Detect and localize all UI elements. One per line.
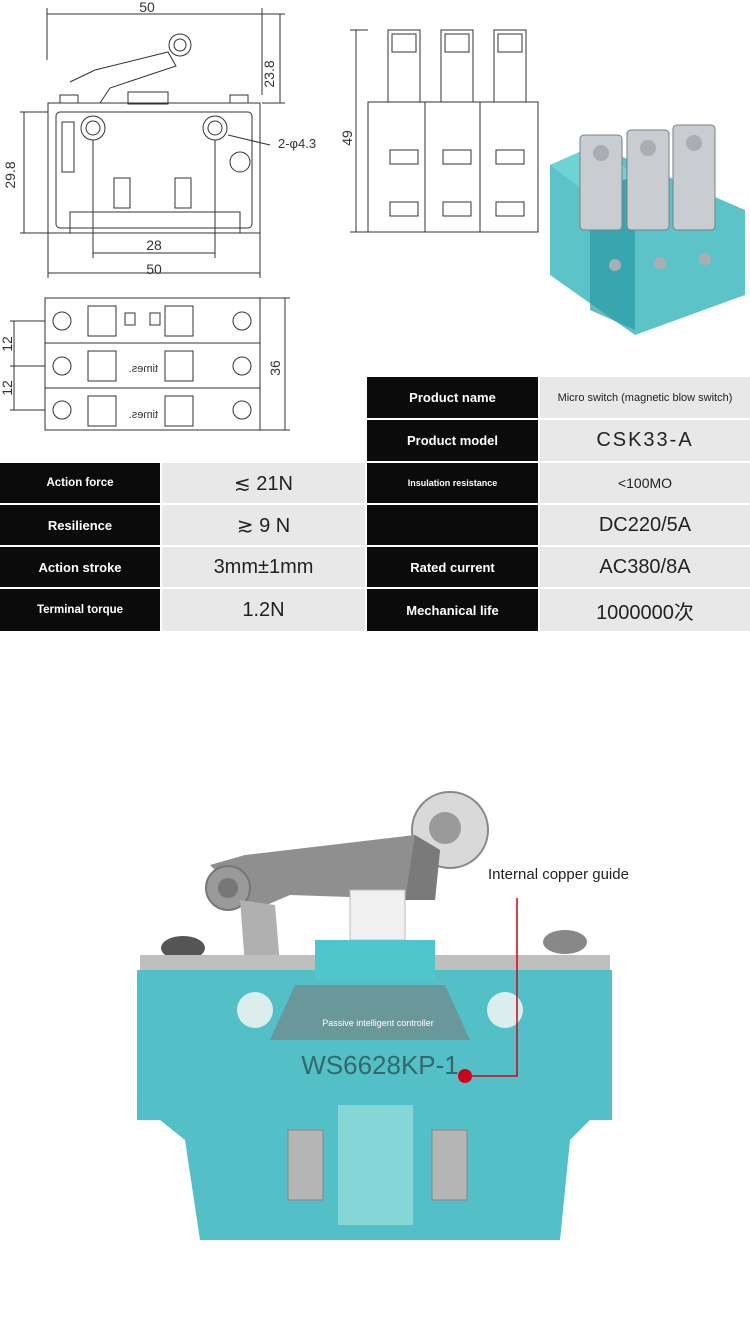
dim-right-height: 23.8	[261, 60, 277, 87]
rated-current-label: Rated current	[367, 547, 538, 587]
action-stroke-value: 3mm±1mm	[162, 547, 365, 587]
mechanical-life-value: 1000000次	[540, 589, 750, 631]
dim-pitch-1: 12	[0, 336, 15, 352]
part-marking: WS6628KP-1	[301, 1050, 459, 1080]
mechanical-life-label: Mechanical life	[367, 589, 538, 631]
resilience-value: ≳ 9 N	[162, 505, 365, 545]
insulation-label: Insulation resistance	[367, 463, 538, 503]
terminal-torque-value: 1.2N	[162, 589, 365, 631]
product-photo-3gang	[550, 124, 745, 335]
dim-bottom-width: 50	[146, 261, 162, 277]
resilience-label: Resilience	[0, 505, 160, 545]
dim-hole-spacing: 28	[146, 237, 162, 253]
action-force-label: Action force	[0, 463, 160, 503]
dim-top-width: 50	[139, 0, 155, 15]
spec-table: Product name Micro switch (magnetic blow…	[0, 377, 750, 631]
dim-pitch-2: 12	[0, 380, 15, 396]
rated-voltage-value: DC220/5A	[540, 505, 750, 545]
product-model-label: Product model	[367, 420, 538, 461]
mirrored-text-2: times.	[129, 409, 158, 421]
rated-current-value: AC380/8A	[540, 547, 750, 587]
product-name-label: Product name	[367, 377, 538, 418]
product-model-value: CSK33-A	[540, 420, 750, 461]
terminal-torque-label: Terminal torque	[0, 589, 160, 631]
dim-side-height: 49	[339, 130, 355, 146]
chip-text: Passive intelligent controller	[322, 1018, 434, 1028]
product-name-value: Micro switch (magnetic blow switch)	[540, 377, 750, 418]
product-photo-single: Passive intelligent controller WS6628KP-…	[137, 791, 629, 1240]
mirrored-text-1: times.	[129, 363, 158, 375]
dim-hole-note: 2-φ4.3	[278, 136, 316, 151]
dim-left-height: 29.8	[2, 161, 18, 188]
dim-depth: 36	[267, 360, 283, 376]
insulation-value: <100MO	[540, 463, 750, 503]
top-view-drawing: 12 12 36 times. times.	[0, 297, 290, 431]
side-view-drawing: 49	[339, 29, 539, 233]
front-view-drawing: 50 23.8 29.8 2-φ4.3 28 50	[2, 0, 316, 278]
action-stroke-label: Action stroke	[0, 547, 160, 587]
rated-voltage-label	[367, 505, 538, 545]
action-force-value: ≲ 21N	[162, 463, 365, 503]
callout-label: Internal copper guide	[488, 866, 629, 883]
